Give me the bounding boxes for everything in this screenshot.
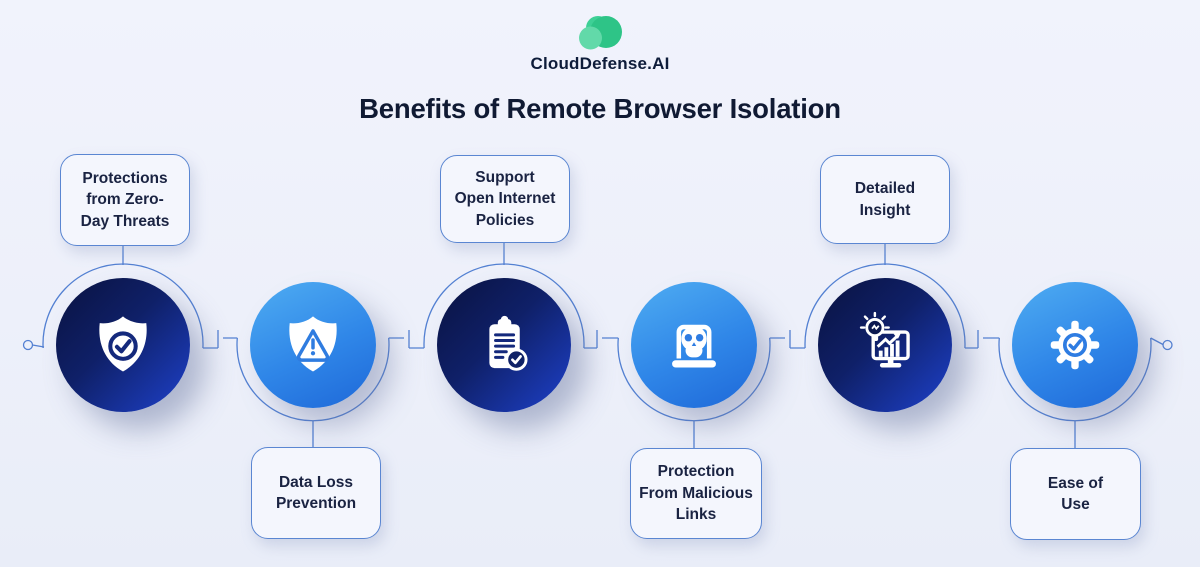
benefit-label-zero-day-threats: Protections from Zero- Day Threats <box>60 154 190 246</box>
line-end-node-right <box>1162 339 1173 351</box>
benefit-label-text: Detailed Insight <box>854 180 916 219</box>
label-stems <box>122 241 1076 448</box>
arc-circle-2 <box>236 337 390 422</box>
page-title: Benefits of Remote Browser Isolation <box>359 93 841 124</box>
benefit-label-ease-of-use: Ease of Use <box>1010 448 1141 540</box>
benefit-node-data-loss-prevention <box>250 282 376 408</box>
brand-name: CloudDefense.AI <box>530 54 670 73</box>
arc-circle-4 <box>617 337 771 422</box>
benefit-label-data-loss-prevention: Data Loss Prevention <box>251 447 381 539</box>
shield-check-icon <box>99 316 147 372</box>
benefit-node-open-internet-policies <box>437 278 571 412</box>
laptop-skull-icon <box>672 324 716 368</box>
benefit-label-text: Support Open Internet Policies <box>454 168 556 229</box>
benefit-node-malicious-links <box>631 282 757 408</box>
junction-4-5 <box>769 330 806 349</box>
logo: CloudDefense.AI <box>0 13 1200 74</box>
benefit-label-text: Data Loss Prevention <box>275 473 357 512</box>
benefit-label-text: Protection From Malicious Links <box>639 463 753 524</box>
junction-3-4 <box>583 330 619 349</box>
benefit-label-text: Ease of Use <box>1047 474 1104 513</box>
clipboard-check-icon <box>489 315 528 371</box>
junction-2-3 <box>388 330 425 349</box>
benefit-node-detailed-insight <box>818 278 952 412</box>
cloud-logo-icon <box>579 16 622 50</box>
arc-circle-6 <box>998 337 1152 422</box>
shield-warning-icon <box>289 316 337 372</box>
line-end-node-left <box>22 339 34 351</box>
benefit-label-detailed-insight: Detailed Insight <box>820 155 950 244</box>
benefit-node-zero-day-threats <box>56 278 190 412</box>
benefit-label-malicious-links: Protection From Malicious Links <box>630 448 762 539</box>
benefit-node-ease-of-use <box>1012 282 1138 408</box>
junction-1-2 <box>202 330 238 349</box>
gear-check-icon <box>1050 320 1100 370</box>
analytics-bulb-icon <box>859 311 910 368</box>
junction-5-6 <box>964 330 1000 349</box>
benefit-label-open-internet-policies: Support Open Internet Policies <box>440 155 570 243</box>
benefit-label-text: Protections from Zero- Day Threats <box>80 169 170 230</box>
